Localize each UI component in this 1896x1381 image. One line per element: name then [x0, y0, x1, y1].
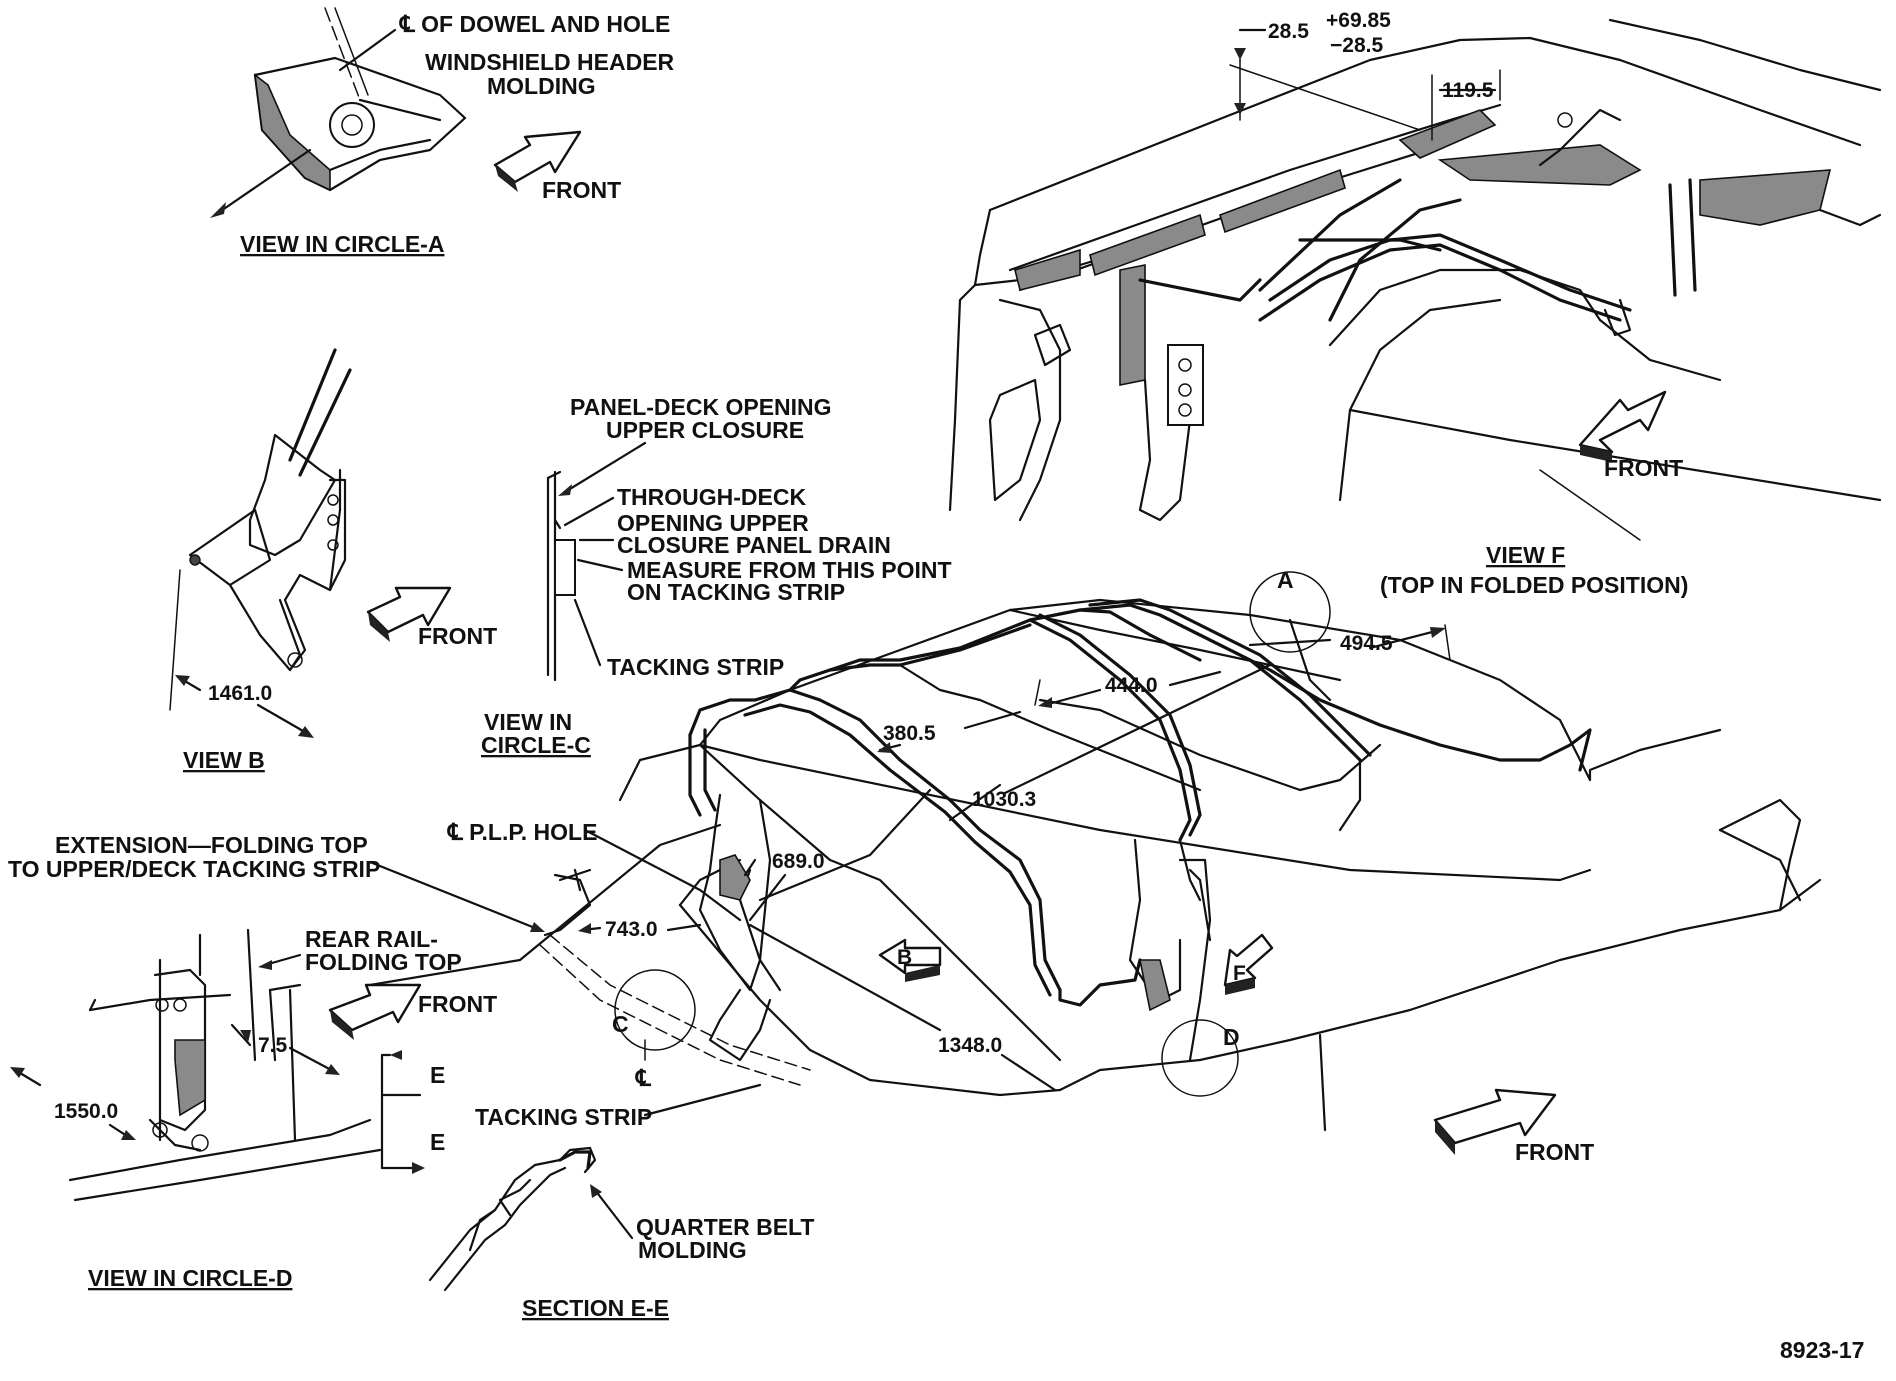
molding-label: MOLDING: [487, 73, 596, 99]
circle-c-marker: [614, 969, 696, 1051]
closure-drain-label: CLOSURE PANEL DRAIN: [617, 532, 891, 558]
opening-upper-label: OPENING UPPER: [617, 510, 809, 536]
circle-d-letter: D: [1223, 1024, 1240, 1050]
extension-label-1: EXTENSION—FOLDING TOP: [55, 832, 368, 858]
rear-rail-label-1: REAR RAIL-: [305, 926, 438, 952]
dim-380-5: 380.5: [883, 722, 936, 745]
main-folded-top-view: A C D ℄ B F 494.5 444.0 380.5 1030.3: [8, 567, 1822, 1165]
view-circle-a: ℄ OF DOWEL AND HOLE WINDSHIELD HEADER MO…: [210, 7, 675, 257]
dim-1550-0: 1550.0: [54, 1100, 118, 1123]
front-arrow-icon: [1433, 1088, 1557, 1145]
view-b-title: VIEW B: [183, 747, 265, 773]
section-mark-e-top: E: [430, 1062, 445, 1088]
view-circle-c-title-2: CIRCLE-C: [481, 732, 591, 758]
dim-7-5: 7.5: [258, 1034, 288, 1057]
circle-c-letter: C: [612, 1011, 629, 1037]
tacking-strip-main-label: TACKING STRIP: [475, 1104, 652, 1130]
on-tacking-strip-label: ON TACKING STRIP: [627, 579, 845, 605]
view-b: 1461.0 FRONT VIEW B: [169, 348, 497, 773]
upper-closure-label: UPPER CLOSURE: [606, 417, 804, 443]
dim-1030-3: 1030.3: [972, 788, 1036, 811]
extension-label-2: TO UPPER/DECK TACKING STRIP: [8, 856, 380, 882]
section-e-e: E E QUARTER BELT MOLDING SECTION E-E: [380, 1050, 814, 1321]
front-arrow-icon: [493, 130, 582, 184]
dim-743-0: 743.0: [605, 918, 658, 941]
top-right-assembly: 28.5 +69.85 −28.5 119.5 FRONT: [948, 9, 1882, 541]
view-circle-a-title: VIEW IN CIRCLE-A: [240, 231, 444, 257]
measure-point-label: MEASURE FROM THIS POINT: [627, 557, 952, 583]
windshield-header-label: WINDSHIELD HEADER: [425, 49, 675, 75]
view-f-arrow-icon: [1223, 933, 1274, 987]
dowel-hole-label: ℄ OF DOWEL AND HOLE: [399, 11, 670, 37]
centerline-symbol: ℄: [635, 1065, 652, 1091]
view-b-arrow-icon: [878, 938, 942, 975]
dim-689-0: 689.0: [772, 850, 825, 873]
front-arrow-icon: [366, 586, 452, 634]
front-arrow-icon: [1578, 390, 1667, 454]
dim-plus-69-85: +69.85: [1326, 9, 1391, 32]
circle-d-marker: [1161, 1019, 1239, 1097]
view-f-title-text: VIEW F: [1486, 542, 1565, 568]
panel-deck-label: PANEL-DECK OPENING: [570, 394, 832, 420]
view-f-subtitle: (TOP IN FOLDED POSITION): [1380, 572, 1688, 598]
figure-number: 8923-17: [1780, 1337, 1864, 1363]
dim-28-5: 28.5: [1268, 20, 1309, 43]
tacking-strip-c-label: TACKING STRIP: [607, 654, 784, 680]
dim-494-5: 494.5: [1340, 632, 1393, 655]
dim-minus-28-5: −28.5: [1330, 34, 1383, 57]
quarter-belt-label: QUARTER BELT: [636, 1214, 814, 1240]
plp-hole-label: ℄ P.L.P. HOLE: [447, 819, 597, 845]
through-deck-label: THROUGH-DECK: [617, 484, 806, 510]
molding-ee-label: MOLDING: [638, 1237, 747, 1263]
view-circle-d-title: VIEW IN CIRCLE-D: [88, 1265, 292, 1291]
section-mark-e-bottom: E: [430, 1129, 445, 1155]
view-b-dimension: 1461.0: [208, 682, 272, 705]
view-f-title: VIEW F (TOP IN FOLDED POSITION): [1380, 542, 1688, 598]
circle-a-marker: [1249, 571, 1331, 653]
front-label-d: FRONT: [418, 991, 497, 1017]
front-label-b: FRONT: [418, 623, 497, 649]
dim-119-5: 119.5: [1442, 79, 1494, 102]
view-circle-c: PANEL-DECK OPENING UPPER CLOSURE THROUGH…: [481, 394, 952, 758]
front-arrow-icon: [328, 983, 422, 1032]
circle-a-letter: A: [1277, 567, 1294, 593]
view-b-arrow-letter: B: [897, 946, 912, 969]
view-circle-d: REAR RAIL- FOLDING TOP 7.5 1550.0 FRONT …: [10, 926, 497, 1291]
front-label-a: FRONT: [542, 177, 621, 203]
front-label-main: FRONT: [1515, 1139, 1594, 1165]
dim-444-0: 444.0: [1105, 674, 1158, 697]
section-e-e-title: SECTION E-E: [522, 1295, 669, 1321]
view-f-arrow-letter: F: [1233, 962, 1246, 985]
rear-rail-label-2: FOLDING TOP: [305, 949, 462, 975]
dim-1348-0: 1348.0: [938, 1034, 1002, 1057]
view-circle-c-title-1: VIEW IN: [484, 709, 572, 735]
front-label-top-right: FRONT: [1604, 455, 1683, 481]
